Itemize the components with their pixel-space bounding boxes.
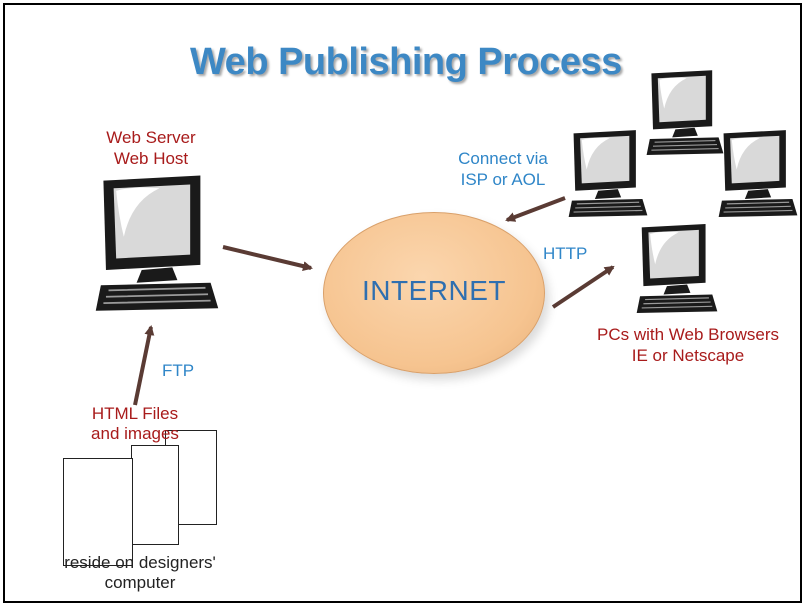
client-computer-icon	[636, 223, 718, 313]
server-label-line2: Web Host	[113, 149, 189, 168]
server-label-line1: Web Server	[106, 128, 196, 147]
pcs-label-line2: IE or Netscape	[631, 346, 745, 365]
document-page-1	[63, 458, 133, 566]
arrow-pcs-to-internet	[505, 196, 566, 222]
client-computer-icon	[568, 130, 648, 217]
connect-label-line1: Connect via	[458, 149, 548, 168]
reside-label-line2: computer	[104, 573, 176, 592]
document-page-2	[131, 445, 179, 545]
ftp-label: FTP	[162, 361, 195, 380]
files-label-line2: and images	[91, 424, 179, 443]
internet-label: INTERNET	[362, 275, 506, 306]
arrow-files-to-server	[133, 325, 155, 406]
pcs-label-line1: PCs with Web Browsers	[596, 325, 779, 344]
diagram-frame: Web Publishing Process INTERNET Web Serv…	[3, 3, 802, 603]
arrow-internet-to-pc	[551, 265, 615, 309]
server-computer-icon	[95, 175, 219, 311]
internet-cloud: INTERNET	[323, 212, 545, 374]
arrow-server-to-internet	[222, 245, 313, 272]
arrows-layer	[133, 196, 615, 406]
files-label-line1: HTML Files	[91, 404, 179, 423]
client-computer-icon	[718, 130, 798, 217]
client-computer-icon	[646, 70, 724, 155]
diagram-title: Web Publishing Process	[190, 41, 622, 83]
connect-label-line2: ISP or AOL	[460, 170, 546, 189]
http-label: HTTP	[543, 244, 588, 263]
reside-label-line1: reside on designers'	[64, 553, 216, 572]
